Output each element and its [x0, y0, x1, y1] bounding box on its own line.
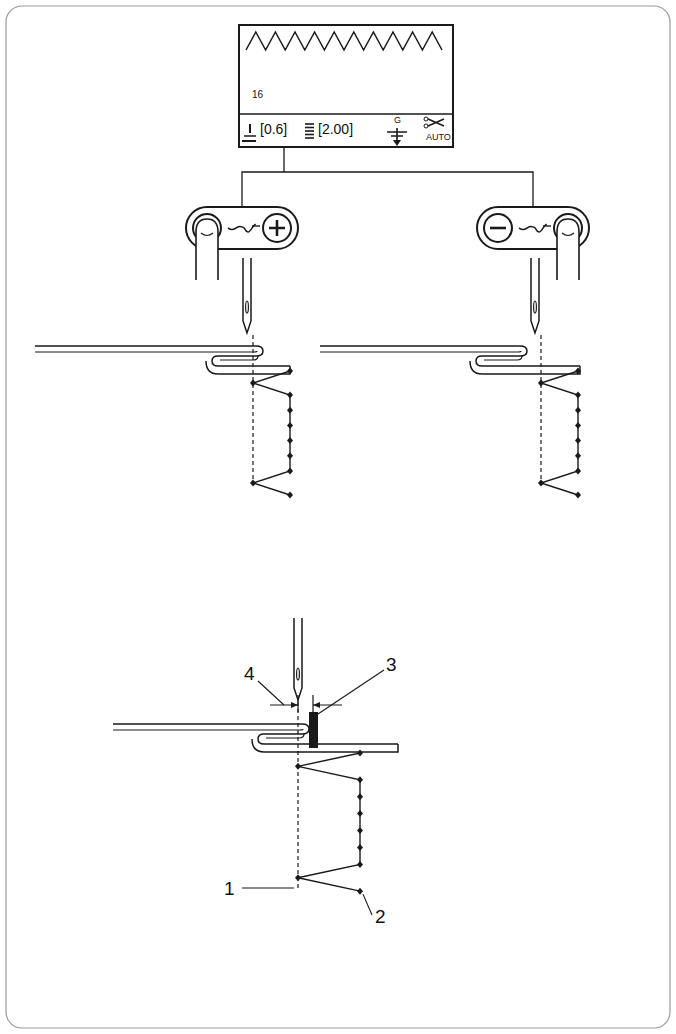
finger [196, 219, 218, 280]
frame [6, 6, 670, 1028]
needle [243, 258, 251, 333]
leader-lines [242, 670, 384, 915]
blind-hem-stitch [295, 750, 363, 895]
length-icon [305, 124, 314, 138]
display-divider [238, 113, 454, 115]
callout-number: 4 [244, 664, 255, 683]
blind-hem-stitch [538, 368, 581, 499]
display-value: [0.6] [260, 122, 287, 136]
folded-fabric [35, 346, 290, 374]
needle-drop-line [540, 335, 541, 483]
foot-icon [387, 128, 407, 146]
display-value: AUTO [426, 133, 451, 142]
display-value: [2.00] [318, 122, 353, 136]
needle [294, 618, 302, 700]
callout-number: 3 [386, 655, 397, 674]
needle-drop-line [297, 702, 298, 888]
needle-drop-line [252, 335, 253, 483]
width-icon [242, 124, 256, 141]
display-value: 16 [252, 90, 263, 100]
stitch-guide [309, 712, 318, 748]
finger [557, 219, 579, 280]
lcd-display: 16 [0.6] [2.00] G AUTO [238, 24, 454, 148]
blind-hem-stitch [250, 368, 293, 499]
folded-fabric [113, 724, 398, 752]
scissors-icon [424, 117, 444, 128]
callout-number: 2 [375, 907, 386, 926]
bracket [242, 148, 533, 206]
callout-number: 1 [224, 879, 235, 898]
display-value: G [394, 116, 401, 125]
dimension [270, 695, 342, 712]
needle [531, 258, 539, 333]
stitch-preview [246, 32, 442, 50]
